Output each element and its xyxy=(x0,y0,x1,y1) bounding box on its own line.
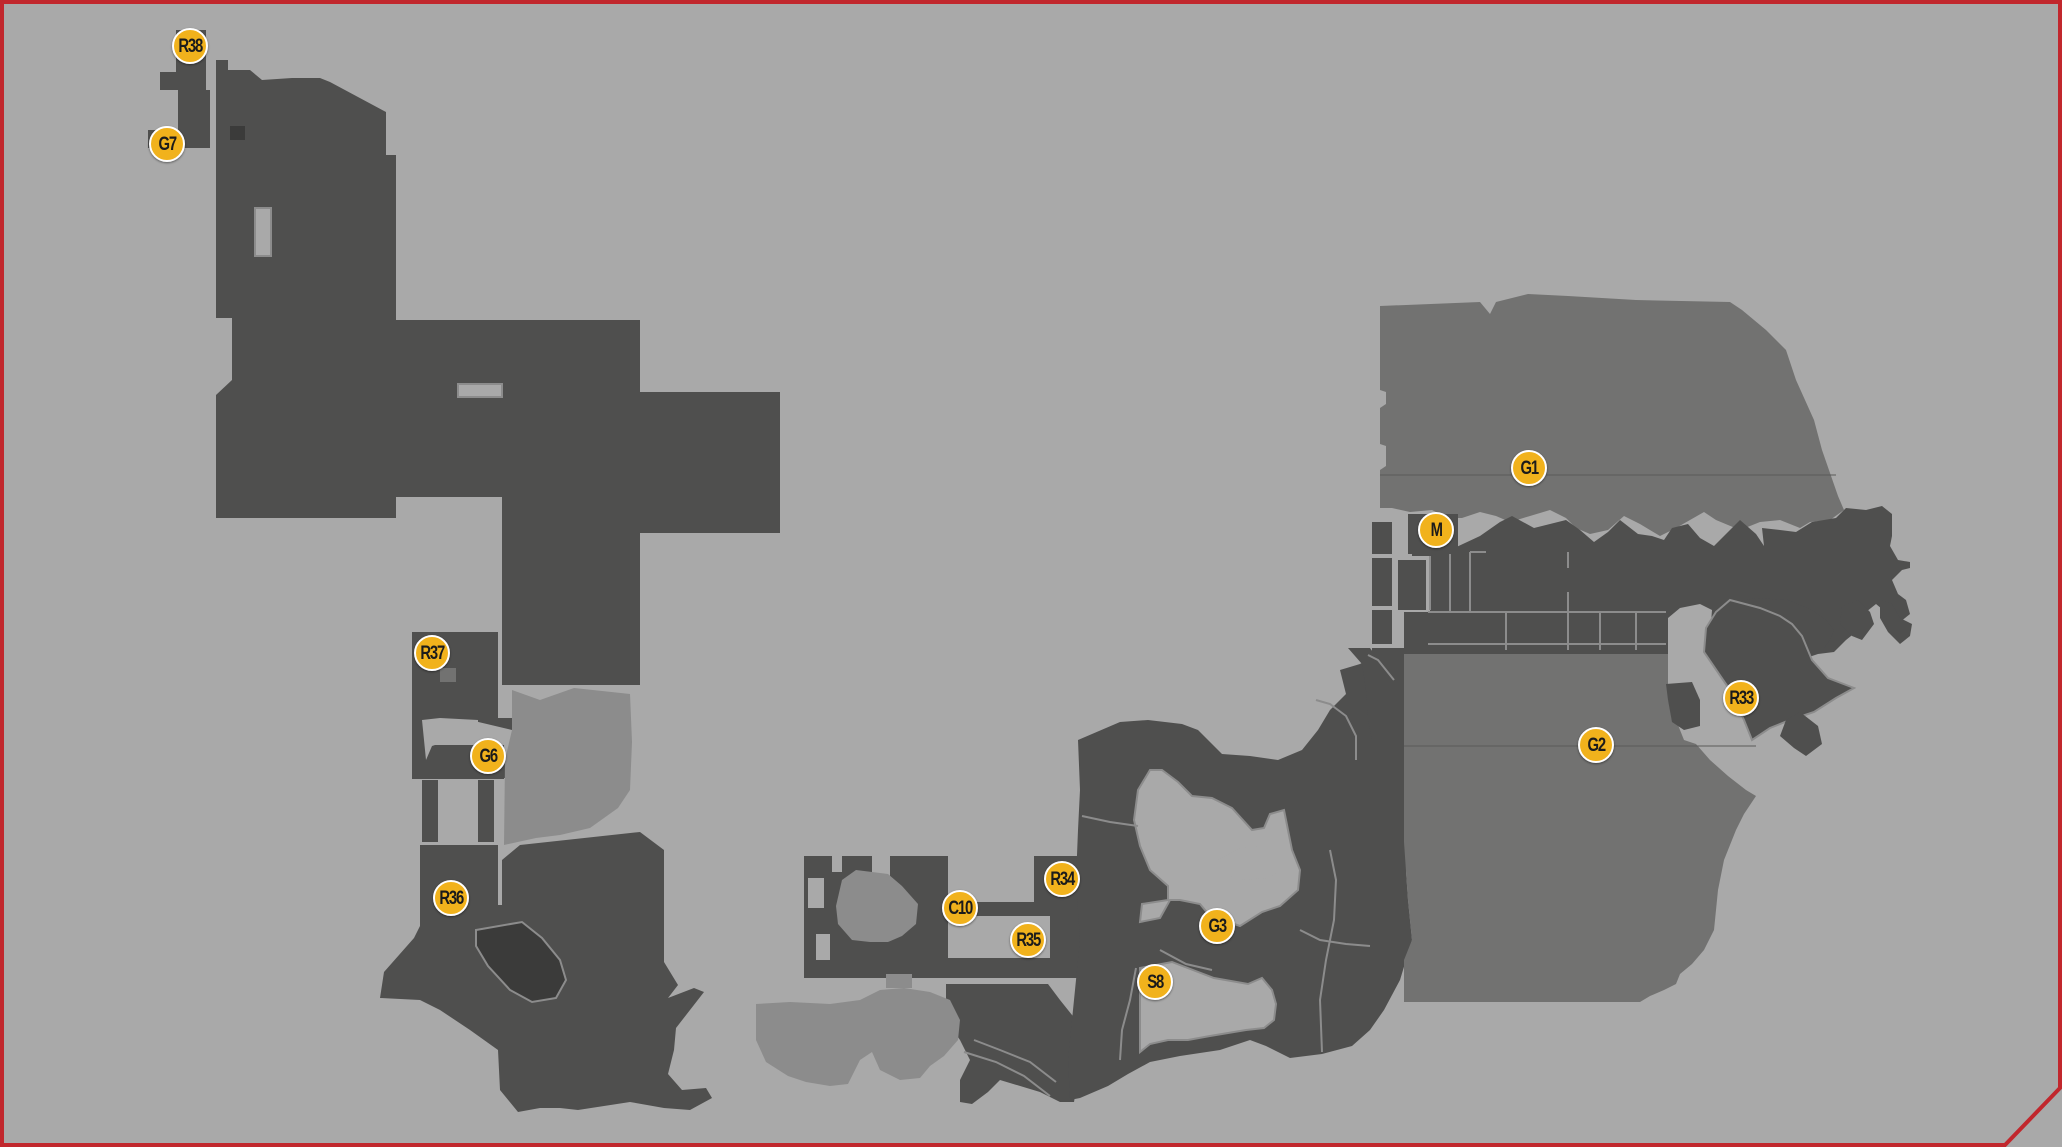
nw-window-1 xyxy=(230,126,245,140)
g6-light-zone xyxy=(504,688,632,845)
marker-s8[interactable]: S8 xyxy=(1137,964,1173,1000)
marker-g2-label: G2 xyxy=(1587,734,1606,756)
marker-r34[interactable]: R34 xyxy=(1044,861,1080,897)
g3-hole xyxy=(1132,769,1302,928)
nw-slot-2 xyxy=(457,383,503,398)
marker-g7[interactable]: G7 xyxy=(149,126,185,162)
ring-divider-4 xyxy=(1318,849,1338,1053)
r36-pit xyxy=(475,920,568,1004)
ring-divider-6 xyxy=(1315,699,1357,760)
marker-m[interactable]: M xyxy=(1418,512,1454,548)
c10-inner-1 xyxy=(808,878,824,908)
ring-inner-lobe xyxy=(1218,846,1282,880)
c10-courtyard xyxy=(836,870,918,942)
s8-hole xyxy=(1139,960,1278,1055)
marker-r37[interactable]: R37 xyxy=(414,635,450,671)
marker-r36-label: R36 xyxy=(439,887,464,909)
nw-slot-1 xyxy=(254,207,272,257)
east-strip-seam xyxy=(1367,654,1395,681)
c10-inner-2 xyxy=(816,934,830,960)
ne-corridor xyxy=(1410,612,1666,644)
ring-divider-3 xyxy=(1299,929,1371,947)
marker-c10[interactable]: C10 xyxy=(942,890,978,926)
marker-g3[interactable]: G3 xyxy=(1199,908,1235,944)
ne-hook xyxy=(1880,600,1912,644)
south-light-chip xyxy=(886,974,912,988)
g2-zone xyxy=(1404,654,1756,1002)
marker-g6-label: G6 xyxy=(479,745,498,767)
marker-g3-label: G3 xyxy=(1208,915,1227,937)
ne-wing xyxy=(1840,600,1874,640)
marker-g2[interactable]: G2 xyxy=(1578,727,1614,763)
marker-g1-label: G1 xyxy=(1520,457,1539,479)
marker-c10-label: C10 xyxy=(948,897,973,919)
south-rail-2 xyxy=(963,1051,1051,1097)
marker-r35-label: R35 xyxy=(1016,929,1041,951)
marker-g1[interactable]: G1 xyxy=(1511,450,1547,486)
ring-divider-2 xyxy=(1159,949,1213,971)
r37-block xyxy=(440,668,456,682)
marker-r34-label: R34 xyxy=(1050,868,1075,890)
g6-curve xyxy=(422,718,478,760)
south-light-zone xyxy=(756,988,960,1086)
marker-g7-label: G7 xyxy=(158,133,177,155)
r33-stub xyxy=(1780,712,1822,756)
ring-divider-1 xyxy=(1081,815,1139,827)
ne-seams xyxy=(1428,551,1666,650)
ring-divider-5 xyxy=(1119,967,1137,1061)
marker-r36[interactable]: R36 xyxy=(433,880,469,916)
marker-r33[interactable]: R33 xyxy=(1723,680,1759,716)
marker-r37-label: R37 xyxy=(420,642,445,664)
ne-gatehouse xyxy=(1666,682,1700,730)
marker-r38[interactable]: R38 xyxy=(172,28,208,64)
marker-s8-label: S8 xyxy=(1147,971,1164,993)
marker-r35[interactable]: R35 xyxy=(1010,922,1046,958)
marker-m-label: M xyxy=(1430,519,1442,541)
east-strip xyxy=(1372,648,1406,928)
marker-r33-label: R33 xyxy=(1729,687,1754,709)
south-rail xyxy=(973,1039,1057,1083)
marker-g6[interactable]: G6 xyxy=(470,738,506,774)
marker-r38-label: R38 xyxy=(178,35,203,57)
